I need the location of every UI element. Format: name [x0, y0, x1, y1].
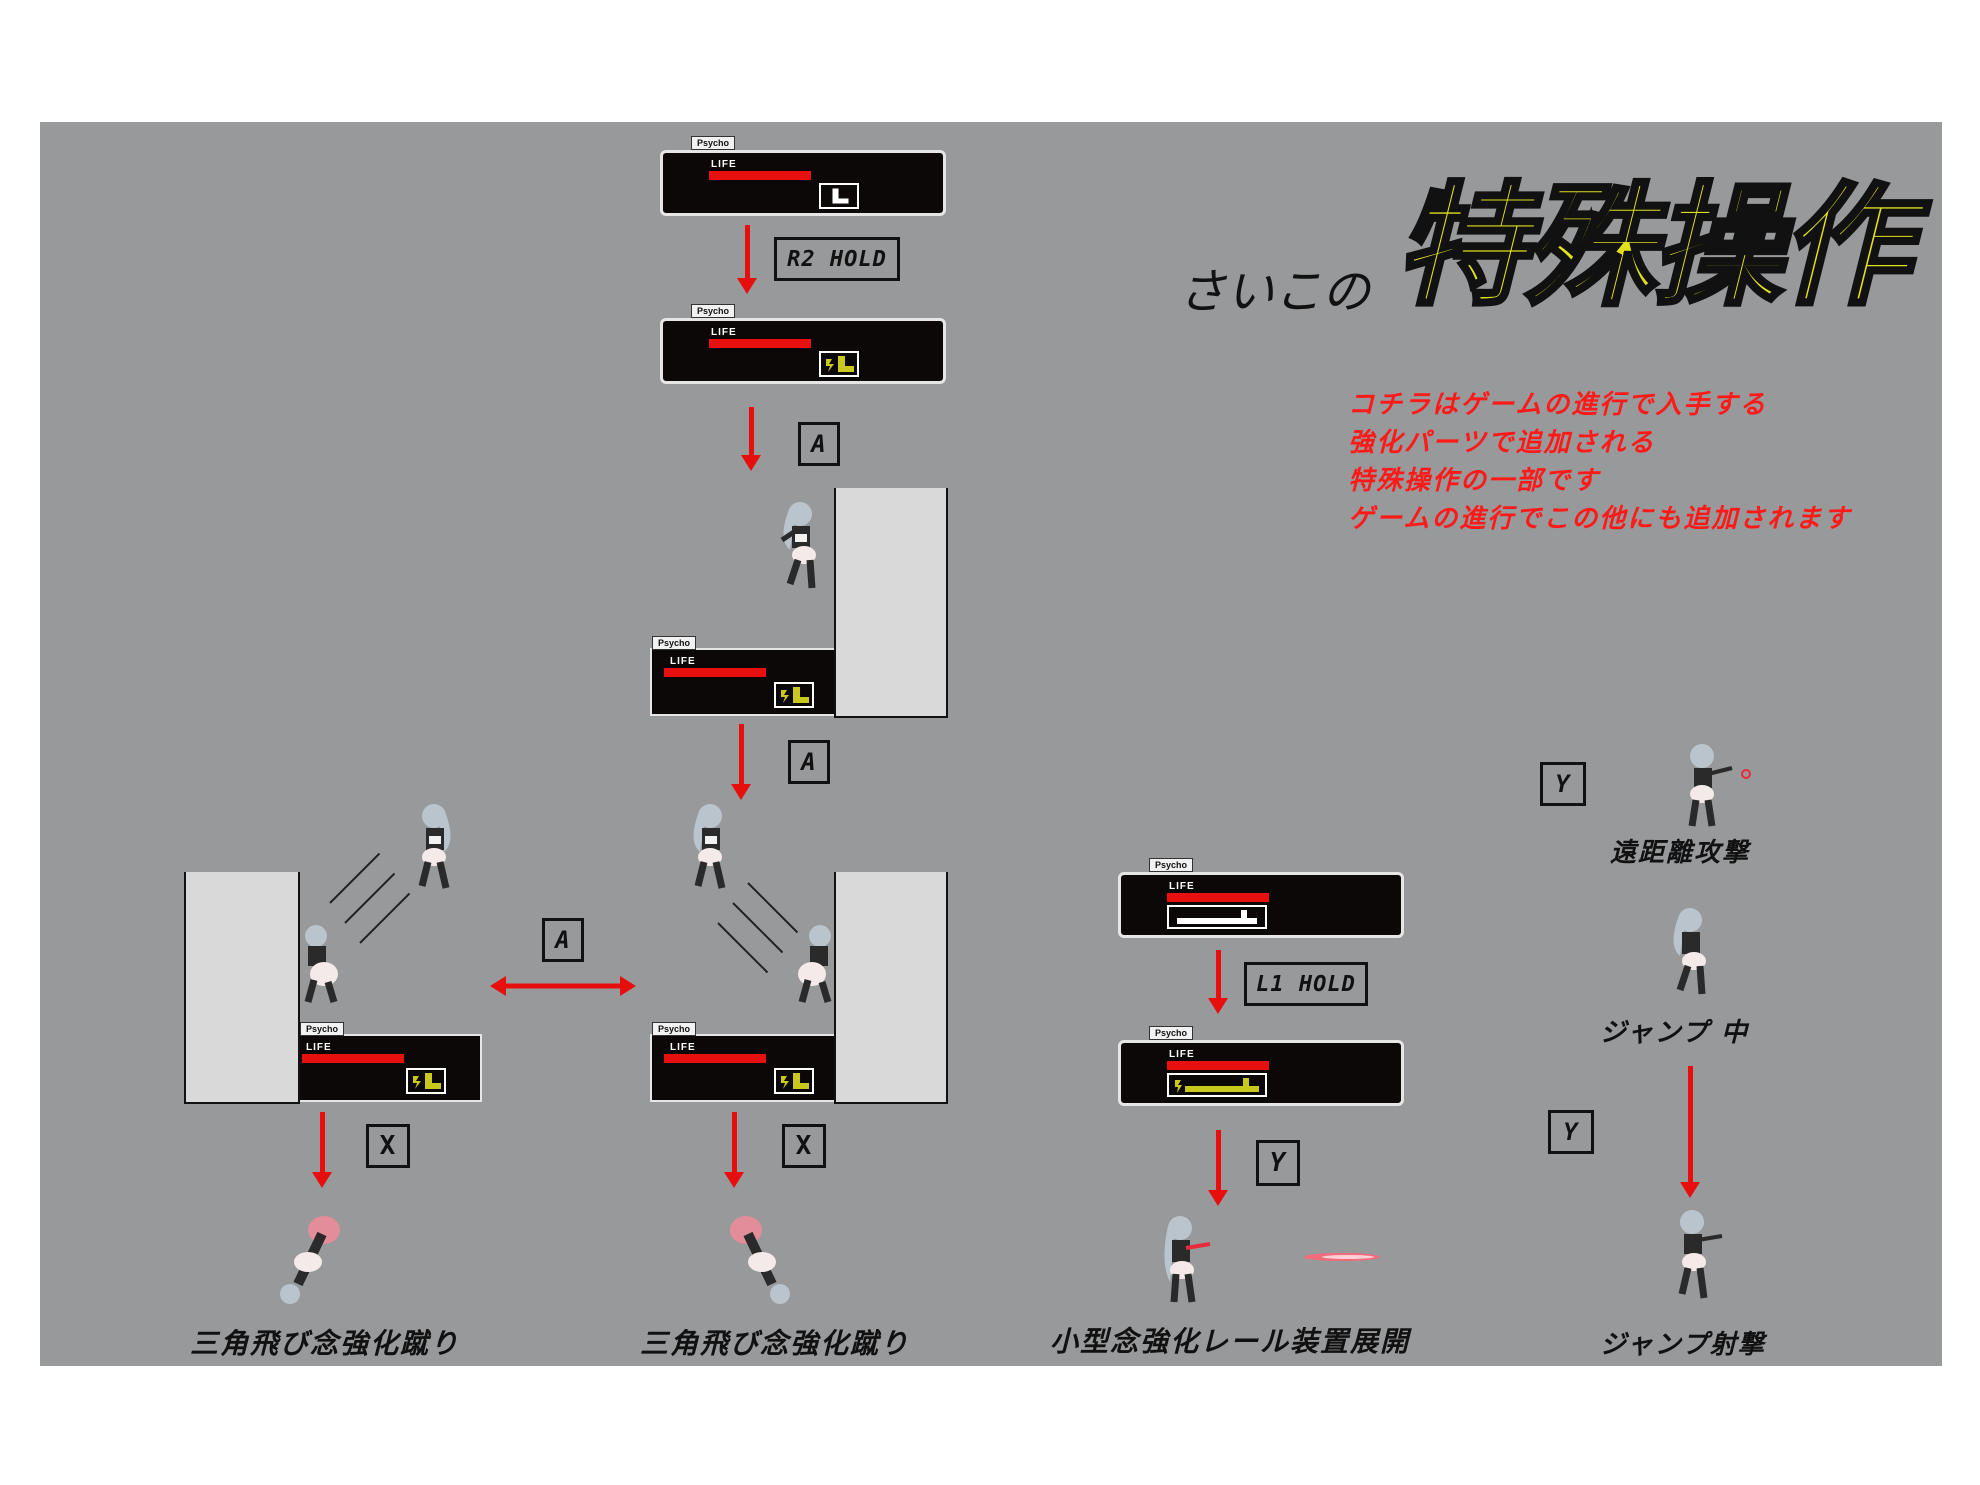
hud-tag: Psycho — [691, 304, 736, 318]
life-label: LIFE — [711, 327, 737, 338]
a-key: A — [798, 422, 840, 466]
hud-panel-wall-left: Psycho LIFE — [300, 1022, 482, 1102]
title-prefix: さいこの — [1178, 264, 1371, 320]
rail-beam-projectile — [1304, 1253, 1380, 1261]
hud-panel-rail: Psycho LIFE — [1118, 858, 1404, 938]
caption-triangle-kick: 三角飛び念強化蹴り — [190, 1327, 461, 1360]
down-arrow-icon — [1680, 1066, 1700, 1198]
caption-long-range: 遠距離攻撃 — [1610, 838, 1751, 868]
electric-icon — [781, 1073, 809, 1089]
electric-boot-slot — [819, 351, 859, 377]
note-line-1: コチラはゲームの進行で入手する — [1348, 390, 1768, 420]
rail-slot — [1167, 1073, 1267, 1097]
boot-icon — [831, 187, 850, 205]
player-character-shooting-sprite — [1164, 1216, 1211, 1303]
wall — [184, 872, 300, 1104]
down-arrow-icon — [724, 1112, 744, 1188]
caption-jumping: ジャンプ 中 — [1600, 1018, 1749, 1048]
electric-icon — [413, 1073, 441, 1089]
player-character-jump-sprite — [1673, 908, 1706, 995]
boot-slot — [774, 1068, 814, 1094]
life-bar — [664, 668, 766, 677]
game-screen: さいこの 特殊操作 コチラはゲームの進行で入手する 強化パーツで追加される 特殊… — [40, 122, 1942, 1366]
hud-panel-electric: Psycho LIFE — [660, 304, 946, 384]
caption-triangle-kick: 三角飛び念強化蹴り — [640, 1327, 911, 1360]
y-key: Y — [1540, 762, 1586, 806]
hud-tag: Psycho — [1149, 1026, 1194, 1040]
boot-slot — [819, 183, 859, 209]
player-character-sprite — [693, 804, 726, 889]
hud-panel-boot: Psycho LIFE — [660, 136, 946, 216]
x-key: X — [366, 1124, 410, 1168]
note-line-3: 特殊操作の一部です — [1348, 466, 1601, 496]
y-key: Y — [1256, 1140, 1300, 1186]
electric-icon — [781, 687, 809, 703]
player-character-standing-shot-sprite — [1688, 744, 1733, 827]
player-character-crouch-sprite — [304, 925, 338, 1004]
down-arrow-icon — [741, 407, 761, 471]
down-arrow-icon — [1208, 950, 1228, 1014]
player-character-jump-shot-sprite — [1678, 1210, 1723, 1299]
life-bar — [664, 1054, 766, 1063]
hud-tag: Psycho — [652, 636, 697, 650]
kick-attack-sprite — [730, 1216, 790, 1304]
electric-icon — [826, 356, 854, 372]
hud-tag: Psycho — [652, 1022, 697, 1036]
down-arrow-icon — [1208, 1130, 1228, 1206]
life-bar — [709, 171, 811, 180]
kick-attack-sprite — [280, 1216, 340, 1304]
wall — [834, 872, 948, 1104]
rail-icon — [1177, 910, 1257, 924]
life-bar — [709, 339, 811, 348]
player-character-sprite — [780, 502, 816, 589]
wall — [834, 488, 948, 718]
l1-hold-key: L1 HOLD — [1244, 962, 1368, 1006]
down-arrow-icon — [731, 724, 751, 800]
life-label: LIFE — [1169, 1049, 1195, 1060]
hud-tag: Psycho — [691, 136, 736, 150]
x-key: X — [782, 1124, 826, 1168]
rail-icon — [1175, 1078, 1259, 1093]
down-arrow-icon — [312, 1112, 332, 1188]
life-bar — [1167, 893, 1269, 902]
player-character-crouch-sprite — [798, 925, 832, 1004]
life-bar — [302, 1054, 404, 1063]
bullet-projectile — [1741, 769, 1751, 779]
hud-tag: Psycho — [300, 1022, 345, 1036]
electric-boot-slot — [774, 682, 814, 708]
hud-tag: Psycho — [1149, 858, 1194, 872]
life-label: LIFE — [670, 656, 696, 667]
down-arrow-icon — [737, 225, 757, 294]
note-line-2: 強化パーツで追加される — [1348, 428, 1656, 458]
hud-panel-wall-right: Psycho LIFE — [650, 1022, 834, 1102]
caption-jump-shot: ジャンプ射撃 — [1600, 1330, 1766, 1360]
a-key: A — [788, 740, 830, 784]
life-label: LIFE — [306, 1042, 332, 1053]
life-label: LIFE — [711, 159, 737, 170]
hud-panel-rail-charged: Psycho LIFE — [1118, 1026, 1404, 1106]
life-label: LIFE — [1169, 881, 1195, 892]
boot-slot — [406, 1068, 446, 1094]
life-label: LIFE — [670, 1042, 696, 1053]
a-key: A — [542, 918, 584, 962]
caption-rail-device: 小型念強化レール装置展開 — [1050, 1325, 1411, 1358]
r2-hold-key: R2 HOLD — [774, 237, 900, 281]
life-bar — [1167, 1061, 1269, 1070]
page-title: 特殊操作 — [1393, 168, 1913, 326]
y-key: Y — [1548, 1110, 1594, 1154]
note-line-4: ゲームの進行でこの他にも追加されます — [1348, 504, 1852, 534]
player-character-sprite — [418, 804, 451, 889]
double-arrow-icon — [490, 976, 636, 996]
hud-panel-wall: Psycho LIFE — [650, 636, 834, 716]
rail-slot — [1167, 905, 1267, 929]
